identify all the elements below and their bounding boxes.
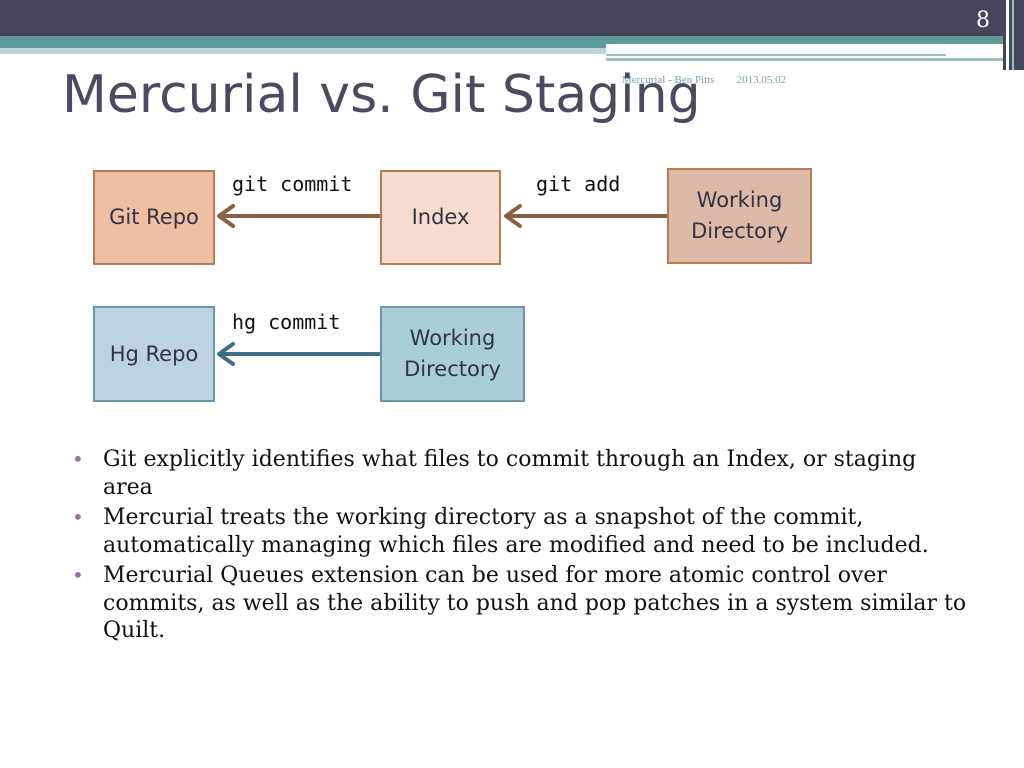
slide-number: 8 [976, 8, 990, 33]
footer-date: 2013.05.02 [736, 74, 787, 86]
diagram-arrows [217, 204, 669, 366]
bullet-dot-icon: • [72, 505, 84, 529]
header-band-light [0, 48, 606, 54]
footer-meta: Mercurial - Ben Pitts 2013.05.02 [622, 74, 786, 86]
bullet-dot-icon: • [72, 563, 84, 587]
staging-diagram: Git Repo Index Working Directory git com… [0, 150, 1024, 420]
index-box: Index [380, 170, 501, 265]
bullet-dot-icon: • [72, 447, 84, 471]
hg-commit-label: hg commit [232, 310, 341, 334]
git-repo-box: Git Repo [93, 170, 215, 265]
bullet-item: • Mercurial treats the working directory … [72, 504, 972, 559]
bullet-text: Mercurial treats the working directory a… [103, 505, 929, 558]
header-right-line [606, 54, 946, 56]
arrow-git-add [504, 204, 669, 228]
header-right-tab-stripe [1012, 0, 1014, 70]
header-right-tab-stripe [1006, 0, 1009, 70]
bullet-text: Mercurial Queues extension can be used f… [103, 563, 967, 643]
git-commit-label: git commit [232, 172, 353, 196]
hg-repo-box: Hg Repo [93, 306, 215, 402]
bullet-list: • Git explicitly identifies what files to… [72, 446, 972, 648]
hg-working-directory-box: Working Directory [380, 306, 525, 402]
arrow-git-commit [217, 204, 382, 228]
git-add-label: git add [536, 172, 621, 196]
arrow-hg-commit [217, 342, 382, 366]
bullet-text: Git explicitly identifies what files to … [103, 447, 917, 500]
header-right-line [606, 58, 1006, 61]
header-right-block [606, 44, 1006, 68]
slide-title: Mercurial vs. Git Staging [62, 65, 701, 125]
bullet-item: • Git explicitly identifies what files to… [72, 446, 972, 501]
header-band-dark [0, 0, 1024, 36]
git-working-directory-box: Working Directory [667, 168, 812, 264]
bullet-item: • Mercurial Queues extension can be used … [72, 562, 972, 645]
footer-author: Mercurial - Ben Pitts [622, 74, 715, 86]
